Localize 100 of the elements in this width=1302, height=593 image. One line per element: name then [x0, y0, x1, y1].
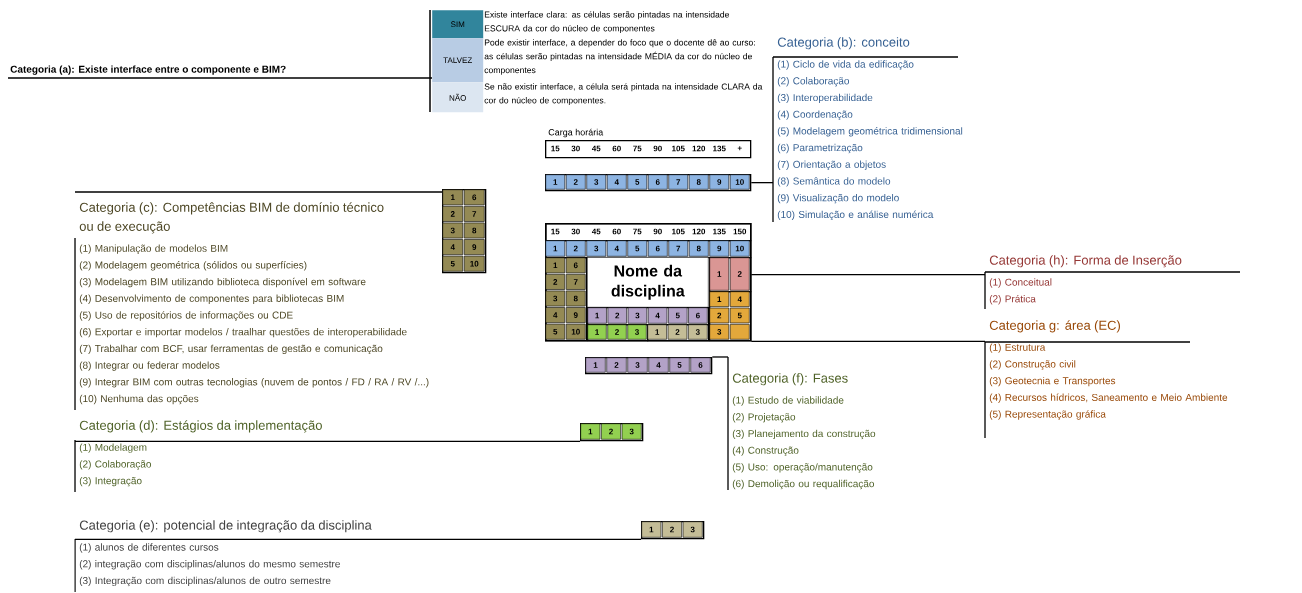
hour-value: 120	[692, 145, 706, 152]
number-cell: 3	[621, 423, 642, 440]
number-cell: 4	[647, 307, 668, 324]
number-cell: 7	[668, 240, 689, 257]
hour-value: 90	[653, 228, 662, 235]
connector-line	[74, 191, 443, 193]
number-cell: 2	[662, 521, 682, 538]
hour-value: 150	[733, 228, 747, 235]
number-cell: 1	[545, 240, 566, 257]
hour-value: +	[737, 146, 742, 151]
category-list: Categoria g: área (EC) (1) Estrutura (2) Construção civil (3) Geotecnia e Transportes (4) Recursos hídricos, Saneamento e Meio Ambiente (5) Representação gráfica	[984, 320, 1228, 439]
number-cell: 2	[667, 324, 688, 340]
hour-value: 60	[612, 228, 621, 235]
number-cell: 6	[647, 240, 668, 257]
number-cell: 3	[682, 521, 703, 538]
number-cell: 9	[709, 174, 730, 190]
number-cell: 3	[545, 290, 566, 307]
connector-line	[711, 356, 729, 358]
number-cell: 6	[690, 357, 711, 373]
number-cell: 1	[587, 324, 607, 340]
number-cell: 8	[565, 290, 586, 307]
number-cell: 3	[688, 324, 708, 340]
number-cell: 2	[606, 357, 627, 373]
number-cell: 5	[668, 307, 688, 324]
number-cell: 7	[668, 174, 689, 190]
number-cell: 3	[627, 324, 647, 340]
number-cell: 3	[627, 307, 648, 324]
discipline-name: Nome da disciplina	[587, 257, 709, 308]
number-cell: 5	[442, 255, 464, 272]
number-cell: 6	[463, 189, 485, 206]
number-cell: 10	[729, 240, 750, 257]
number-cell: 2	[607, 307, 627, 324]
number-cell: 1	[585, 357, 606, 373]
number-cell: 6	[688, 307, 708, 324]
number-cell: 1	[641, 521, 662, 538]
number-cell: 9	[565, 307, 586, 323]
number-cell: 8	[463, 222, 485, 239]
hour-value: 15	[551, 145, 560, 152]
number-cell: 2	[565, 240, 586, 257]
category-heading: Categoria (a): Existe interface entre o componente e BIM?	[10, 65, 286, 75]
hour-value: 75	[633, 145, 642, 152]
connector-line	[7, 77, 433, 79]
hour-value: 30	[571, 228, 580, 235]
number-cell: 4	[729, 291, 750, 307]
number-cell: 9	[709, 240, 730, 257]
legend-description: Pode existir interface, a depender do foco que o docente dê ao curso: as células serão pintadas na intensidade MÉDIA da cor do núcleo de componentes	[484, 39, 755, 75]
number-cell: 4	[606, 174, 627, 190]
number-cell: 10	[463, 255, 485, 272]
number-cell: 3	[442, 222, 464, 239]
discipline-card	[545, 223, 752, 342]
intensity-cell: NÃO	[432, 82, 484, 113]
number-cell: 10	[729, 174, 750, 190]
number-cell: 6	[647, 174, 668, 190]
number-cell: 10	[565, 323, 586, 340]
hour-value: 105	[672, 145, 685, 152]
number-cell: 2	[709, 307, 730, 324]
number-cell: 1	[580, 423, 601, 440]
number-cell: 3	[709, 324, 730, 340]
number-cell: 5	[545, 323, 566, 340]
number-cell: 4	[545, 307, 566, 323]
number-cell: 4	[648, 357, 669, 373]
hour-value: 135	[713, 228, 726, 235]
number-cell: 2	[565, 174, 586, 190]
hour-value: 60	[612, 145, 621, 152]
hour-value: 30	[571, 145, 580, 152]
hour-value: 45	[591, 145, 601, 152]
number-cell: 5	[627, 174, 648, 190]
category-list: Categoria (b): conceito (1) Ciclo de vida da edificação (2) Colaboração (3) Interoperabilidade (4) Coordenação (5) Modelagem geométrica tridimensional (6) Parametrização (7) Orientação a objetos (8) Semântica do modelo (9) Visualização do modelo (10) Simulação e análise numérica	[772, 37, 963, 223]
number-cell: 5	[729, 307, 750, 324]
category-list: Categoria (f): Fases (1) Estudo de viabilidade (2) Projetação (3) Planejamento da construção (4) Construção (5) Uso: operação/manutenção (6) Demolição ou requalificação	[727, 356, 876, 491]
number-cell: 2	[729, 257, 750, 291]
number-cell: 5	[669, 357, 690, 373]
hour-value: 15	[551, 228, 560, 235]
number-cell: 3	[586, 174, 607, 190]
number-cell: 3	[586, 240, 607, 257]
number-cell: 3	[627, 357, 648, 373]
hour-value: 120	[692, 228, 706, 235]
number-cell: 1	[587, 307, 607, 324]
legend-description: Existe interface clara: as células serão pintadas na intensidade ESCURA da cor do núcleo de componentes	[484, 11, 729, 34]
number-cell: 1	[442, 189, 464, 206]
number-cell: 8	[688, 174, 709, 190]
number-cell: 9	[463, 239, 485, 255]
number-cell: 7	[565, 274, 586, 290]
number-cell: 4	[606, 240, 627, 257]
category-list: Categoria (h): Forma de Inserção (1) Conceitual (2) Prática	[984, 255, 1241, 310]
hour-value: 105	[672, 228, 685, 235]
number-cell: 1	[709, 291, 730, 307]
intensity-cell: TALVEZ	[432, 38, 484, 83]
category-list: Categoria (d): Estágios da implementação (1) Modelagem (2) Colaboração (3) Integração	[74, 420, 322, 493]
number-cell: 2	[601, 423, 621, 440]
number-cell: 2	[545, 274, 566, 290]
connector-line	[750, 182, 774, 184]
hour-value: 135	[713, 145, 726, 152]
category-list: Categoria (e): potencial de integração da disciplina (1) alunos de diferentes cursos (2) integração com disciplinas/alunos do mesmo semestre (3) Integração com disciplinas/alunos de outro semestre	[74, 520, 372, 593]
legend-description: Se não existir interface, a célula será pintada na intensidade CLARA da cor do núcleo de componentes.	[484, 83, 763, 106]
number-cell: 4	[442, 239, 464, 255]
number-cell: 7	[463, 206, 485, 222]
number-cell: 1	[709, 257, 730, 291]
number-cell: 2	[607, 324, 627, 340]
number-cell: 1	[545, 174, 566, 190]
